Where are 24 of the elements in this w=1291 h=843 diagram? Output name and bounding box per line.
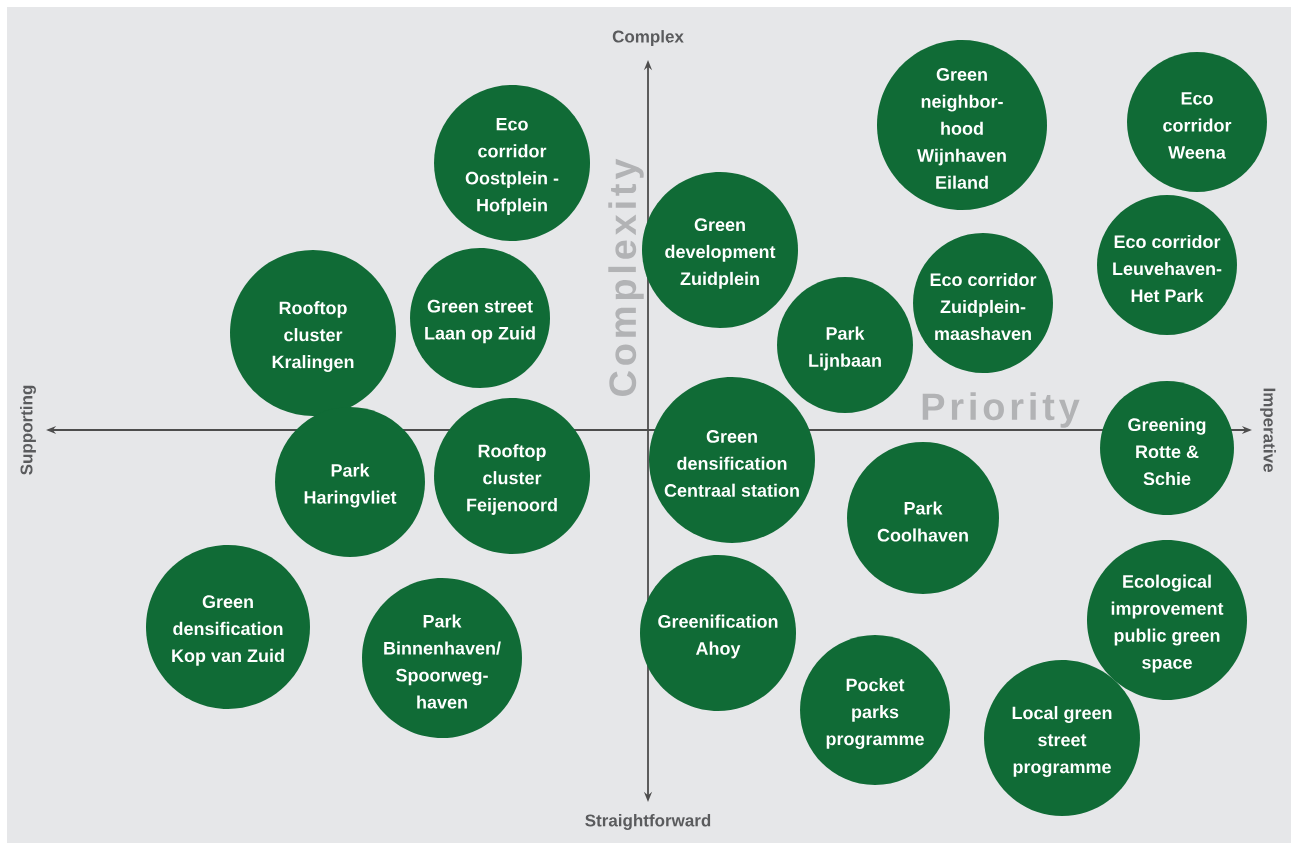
- axis-label: Imperative: [1260, 388, 1276, 472]
- axis-label: Complex: [612, 30, 684, 46]
- circle-node: Local green street programme: [984, 660, 1140, 816]
- circle-node: Park Lijnbaan: [777, 277, 913, 413]
- circle-node: Park Coolhaven: [847, 442, 999, 594]
- circle-node: Rooftop cluster Feijenoord: [434, 398, 590, 554]
- circle-node: Eco corridor Leuvehaven-Het Park: [1097, 195, 1237, 335]
- circle-node: Greening Rotte & Schie: [1100, 381, 1234, 515]
- circle-node: Green densification Centraal station: [649, 377, 815, 543]
- axis-label: Supporting: [20, 385, 36, 475]
- circle-node: Green development Zuidplein: [642, 172, 798, 328]
- circle-node: Green neighbor-hood Wijnhaven Eiland: [877, 40, 1047, 210]
- circle-node: Park Haringvliet: [275, 407, 425, 557]
- circle-node: Green densification Kop van Zuid: [146, 545, 310, 709]
- circle-node: Eco corridor Weena: [1127, 52, 1267, 192]
- circle-node: Park Binnenhaven/ Spoorweg-haven: [362, 578, 522, 738]
- circle-node: Green street Laan op Zuid: [410, 248, 550, 388]
- circle-node: Ecological improvement public green space: [1087, 540, 1247, 700]
- circle-node: Pocket parks programme: [800, 635, 950, 785]
- circle-node: Rooftop cluster Kralingen: [230, 250, 396, 416]
- circle-node: Greenification Ahoy: [640, 555, 796, 711]
- axis-label: Straightforward: [585, 814, 711, 830]
- circle-node: Eco corridor Zuidplein-maashaven: [913, 233, 1053, 373]
- circle-node: Eco corridor Oostplein - Hofplein: [434, 85, 590, 241]
